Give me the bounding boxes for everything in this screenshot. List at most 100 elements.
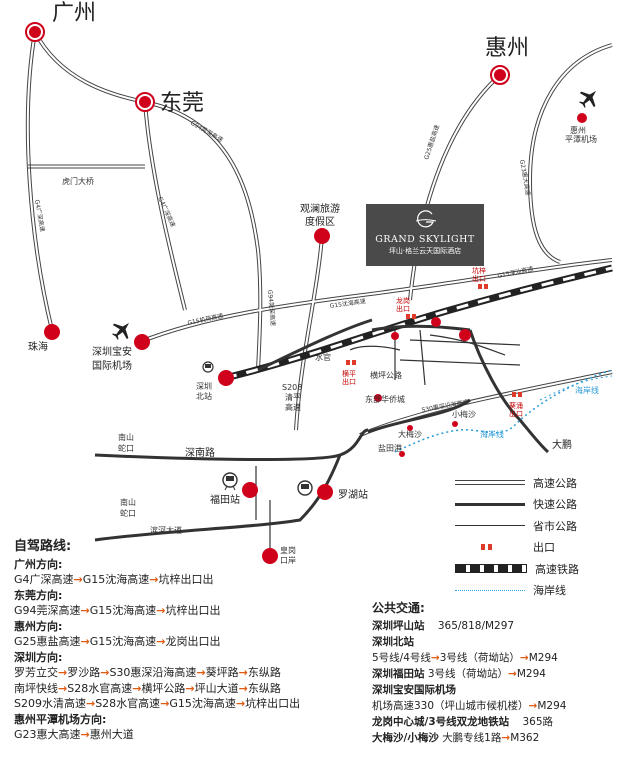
route-step: 龙岗出口出 [165,635,221,648]
transit-detail: 365路 [522,716,554,728]
arrow-right-icon: → [80,635,90,648]
transit-detail: 机场高速330（坪山城市候机楼） [372,700,529,712]
transit-row: 龙岗中心城/3号线双龙地铁站 365路 [372,714,612,730]
transit-station: 大梅沙/小梅沙 [372,732,439,744]
route-step: 坑梓出口出 [165,604,221,617]
train-station-icon [202,361,214,373]
label-longgang-exit-1: 龙岗 [396,296,410,305]
arrow-right-icon: → [58,666,68,679]
transit-detail: M294 [537,700,567,712]
label-humen-bridge: 虎门大桥 [62,176,94,186]
route-step: 惠州大道 [89,728,134,741]
label-nanshan-2a: 南山 [120,497,136,507]
label-kengzi-exit-1: 坑梓 [472,266,486,275]
transit-station: 深圳坪山站 [372,620,425,632]
route-heading: 广州方向: [14,557,63,571]
route-step: G23惠大高速 [14,728,81,741]
legend-expressway: 高速公路 [455,472,615,494]
label-binhe: 滨河大道 [150,525,182,535]
label-futian: 福田站 [210,493,240,506]
route-heading: 东莞方向: [14,588,63,602]
label-guanlan-2: 度假区 [305,215,335,228]
route-step: 坑梓出口出 [245,697,301,710]
label-kengzi-exit-2: 出口 [472,274,486,283]
route-heading: 深圳方向: [14,650,63,664]
transit-station: 深圳宝安国际机场 [372,684,456,696]
label-g15-airport: G15机荷高速 [187,312,224,327]
arrow-right-icon: → [156,604,166,617]
arrow-right-icon: → [508,668,517,680]
transit-station: 深圳福田站 [372,668,425,680]
arrow-right-icon: → [80,728,90,741]
arrow-right-icon: → [160,697,170,710]
driving-routes: 自驾路线: 广州方向:G4广深高速→G15沈海高速→坑梓出口出东莞方向:G94莞… [14,539,354,743]
label-g4-2: G4广深高速 [156,195,177,228]
huanggang-marker [262,548,278,564]
label-longgang-exit-2: 出口 [396,304,410,313]
route-step: G15沈海高速 [89,604,157,617]
transit-detail: M294 [516,668,546,680]
route-heading: 惠州方向: [14,619,63,633]
city-dongguan: 东莞 [160,91,204,116]
legend: 高速公路 快速公路 省市公路 出口 高速铁路 海岸线 [455,472,615,601]
label-dapeng: 大鹏 [552,438,572,451]
route-step: 横坪公路 [141,681,186,695]
route-step: S30惠深沿海高速 [109,666,197,679]
arrow-right-icon: → [100,666,110,679]
label-huanggang-1: 皇岗 [280,545,296,555]
label-huizhou-airport-1: 惠州 [570,125,586,135]
arrow-right-icon: → [85,697,96,710]
high-speed-rail [224,264,613,382]
transit-row: 深圳宝安国际机场 [372,682,612,698]
label-g94-2: G94莞深高速 [266,289,277,326]
label-yantian: 盐田港 [378,443,402,453]
legend-exit: 出口 [455,537,615,559]
arrow-right-icon: → [519,652,529,664]
arrow-right-icon: → [73,573,83,586]
transit-detail: 大鹏专线1路 [442,732,502,744]
legend-provincial-road: 省市公路 [455,515,615,537]
label-hengping-exit-2: 出口 [342,377,356,386]
arrow-right-icon: → [238,666,248,679]
route-line: S209水清高速→S28水官高速→G15沈海高速→坑梓出口出 [14,696,354,712]
transit-row: 深圳坪山站 365/818/M297 [372,618,612,634]
fast-roads [94,318,550,542]
transit-station: 龙岗中心城/3号线双龙地铁站 [372,716,510,728]
route-step: 罗沙路 [67,666,101,679]
transit-row: 大梅沙/小梅沙 大鹏专线1路→M362 [372,730,612,746]
zhuhai-marker [44,324,60,340]
label-g25: G25惠盐高速 [422,124,441,161]
transit-detail: M294 [528,652,558,664]
train-station-icon [222,472,238,491]
arrow-right-icon: → [196,666,206,679]
transit-detail: 3号线（荷坳站） [439,652,520,664]
hotel-marker [459,329,471,341]
route-line: G4广深高速→G15沈海高速→坑梓出口出 [14,572,354,588]
label-haianxian: 海岸线 [480,429,504,439]
label-g1-toll: G15深汕高速 [497,265,534,280]
transit-detail: 3号线（荷坳站） [427,668,509,680]
label-dameisha: 大梅沙 [398,429,422,439]
routes-title: 自驾路线: [14,539,72,554]
transit-detail: M362 [510,732,540,744]
arrow-right-icon: → [58,681,68,695]
arrow-right-icon: → [156,635,166,648]
arrow-right-icon: → [235,697,246,710]
huaqiaocheng-marker [374,394,382,402]
route-step: G25惠盐高速 [14,635,81,648]
route-step: S28水官高速 [95,697,161,710]
arrow-right-icon: → [238,681,248,695]
airplane-icon [112,322,130,340]
city-markers [25,22,587,564]
hotel-brand-box: GRAND SKYLIGHT 坪山·格兰云天国际酒店 [366,204,484,266]
arrow-right-icon: → [149,573,159,586]
route-step: S209水清高速 [14,697,86,710]
route-heading: 惠州平潭机场方向: [14,712,107,726]
guanlan-marker [314,228,330,244]
route-line: G23惠大高速→惠州大道 [14,727,354,743]
arrow-right-icon: → [185,681,195,695]
exit-markers [346,284,522,397]
shenzhen-airport-marker [134,334,150,350]
